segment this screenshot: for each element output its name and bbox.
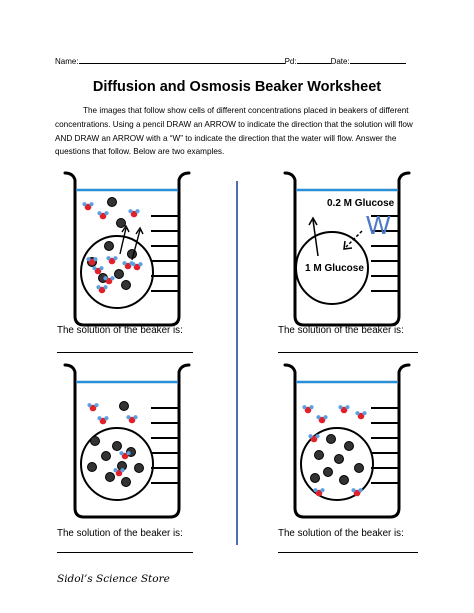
solution-flow-arrow xyxy=(308,216,319,257)
water-flow-arrow xyxy=(343,230,363,250)
beaker-bottom-right xyxy=(283,363,411,519)
date-field[interactable] xyxy=(349,55,406,64)
beaker-outline xyxy=(63,171,191,327)
answer-line-bottom-right[interactable] xyxy=(278,552,418,553)
answer-line-top-left[interactable] xyxy=(57,352,193,353)
instructions-paragraph: The images that follow show cells of dif… xyxy=(55,106,413,157)
cell-membrane xyxy=(300,427,374,501)
w-letter: W xyxy=(366,210,391,240)
beaker-outline xyxy=(63,363,191,519)
beaker-outline xyxy=(283,363,411,519)
name-field[interactable] xyxy=(78,55,285,64)
name-label: Name: xyxy=(55,57,79,66)
glucose-molecules xyxy=(87,401,144,487)
cell-membrane xyxy=(80,235,154,309)
beaker-outline xyxy=(283,171,411,327)
question-top-right: The solution of the beaker is: xyxy=(278,325,404,336)
measurement-marks xyxy=(371,407,398,484)
period-label: Pd: xyxy=(284,57,297,66)
beaker-top-right: 0.2 M Glucose W 1 M Glucose xyxy=(283,171,411,327)
water-molecules xyxy=(82,202,143,294)
date-label: Date: xyxy=(330,57,350,66)
answer-line-top-right[interactable] xyxy=(278,352,418,353)
water-molecules xyxy=(302,405,367,497)
period-field[interactable] xyxy=(296,55,331,64)
measurement-marks xyxy=(371,215,398,292)
worksheet-title: Diffusion and Osmosis Beaker Worksheet xyxy=(92,79,382,95)
glucose-molecules xyxy=(310,434,364,485)
water-molecules xyxy=(87,403,138,477)
beaker-bottom-left xyxy=(63,363,191,519)
cell-membrane xyxy=(295,231,369,305)
footer-credit: Sidol’s Science Store xyxy=(57,573,170,585)
student-info-line: Name: Pd: Date: xyxy=(55,55,419,66)
measurement-marks xyxy=(151,407,178,484)
cell-membrane xyxy=(80,427,154,501)
question-bottom-right: The solution of the beaker is: xyxy=(278,528,404,539)
column-divider xyxy=(236,181,238,545)
flow-arrows xyxy=(119,224,144,261)
beaker-top-left xyxy=(63,171,191,327)
outside-concentration-label: 0.2 M Glucose xyxy=(327,198,395,209)
question-top-left: The solution of the beaker is: xyxy=(57,325,183,336)
inside-concentration-label: 1 M Glucose xyxy=(305,263,364,274)
measurement-marks xyxy=(151,215,178,292)
question-bottom-left: The solution of the beaker is: xyxy=(57,528,183,539)
answer-line-bottom-left[interactable] xyxy=(57,552,193,553)
